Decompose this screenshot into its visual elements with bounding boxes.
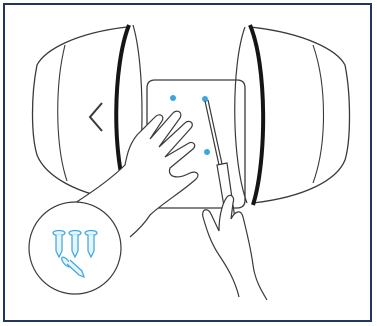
screw-hole-marker [170,95,176,101]
back-chevron-icon [88,102,103,132]
screw-hole-marker [202,96,208,102]
screw-icon [61,256,85,279]
screw-icon [84,229,98,259]
assembly-illustration [28,24,351,301]
screws-inset [28,201,122,295]
right-earcup [234,24,351,206]
screw-icon [68,229,82,259]
right-earcup-band [248,24,266,206]
left-earcup [31,24,143,204]
left-hand [74,110,199,238]
screw-hole-marker [204,149,210,155]
illustration-frame [3,3,372,322]
right-hand [202,194,268,301]
screw-icon [52,229,66,259]
